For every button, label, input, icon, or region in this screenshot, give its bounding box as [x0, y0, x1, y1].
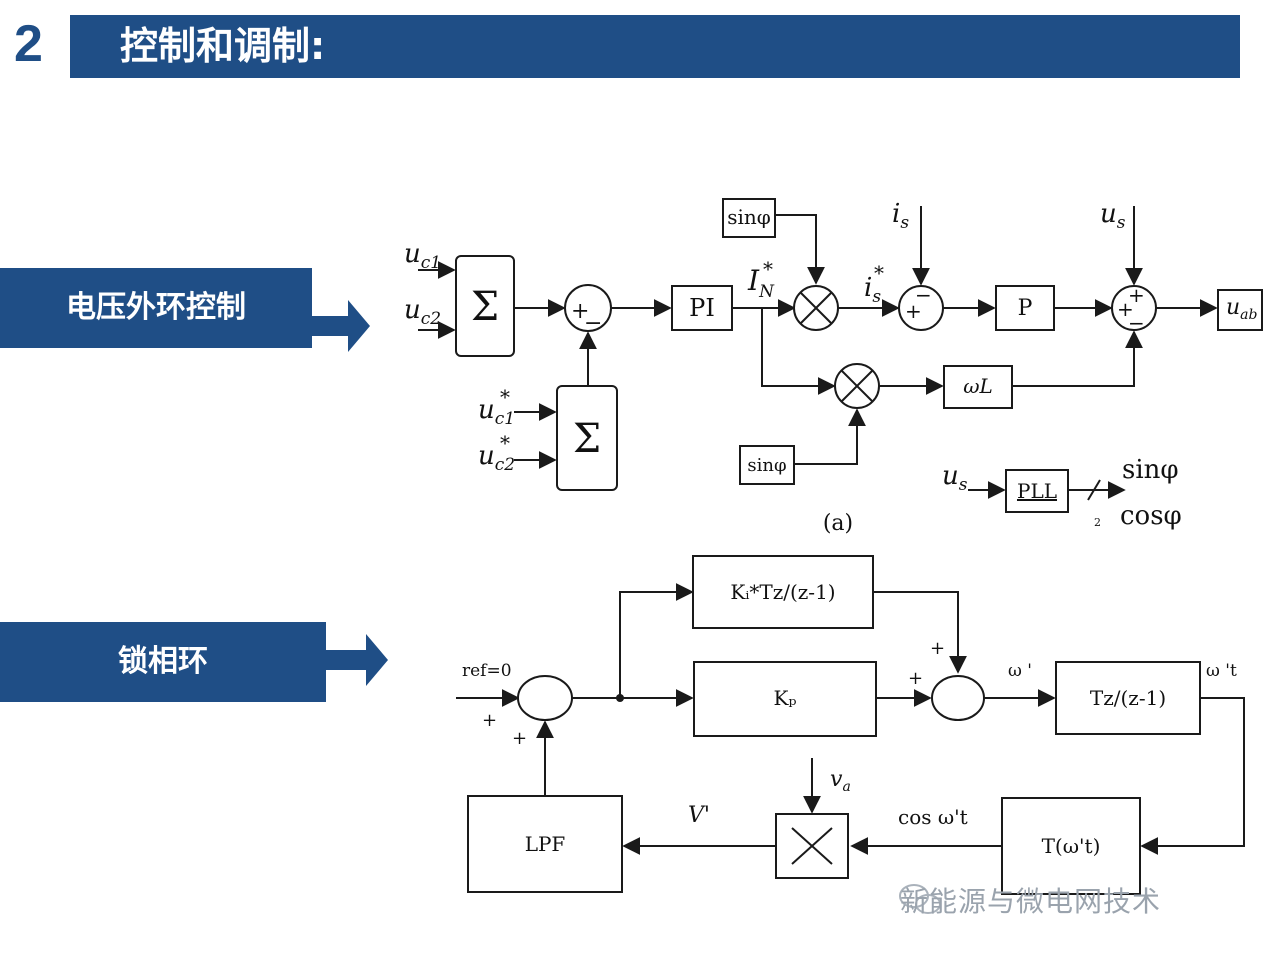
diagram-a: uc1 uc2 Σ + − uc1 * uc2 * Σ PI IN * sinφ	[404, 198, 1263, 536]
pll-block	[1005, 469, 1069, 513]
slide-number: 2	[14, 15, 43, 73]
p-label: P	[1018, 296, 1033, 321]
diagram-b: ref=0 + + Kᵢ*Tz/(z-1) + Kₚ + ω ' Tz/(z-1…	[456, 555, 1245, 895]
in-ref-label: IN	[747, 264, 775, 302]
ref-star: *	[763, 257, 773, 281]
input-label-uc1-ref: uc1	[478, 395, 515, 429]
plus-sign: +	[905, 299, 922, 323]
input-label-uc2: uc2	[404, 295, 441, 329]
sum-block-measured	[455, 255, 515, 357]
kp-label: Kₚ	[774, 686, 797, 710]
section-banner-pll: 锁相环	[0, 622, 326, 702]
omega-l-label: ωL	[963, 374, 993, 398]
va-label: va	[830, 767, 851, 795]
sin-phi-label: sinφ	[727, 205, 771, 229]
title-bar: 控制和调制:	[70, 15, 1240, 78]
input-label-uc1: uc1	[404, 239, 441, 273]
ki-integral-block	[692, 555, 874, 629]
kp-proportional-block	[693, 661, 877, 737]
us-label: us	[1100, 199, 1126, 233]
v-prime-label: V'	[688, 803, 710, 828]
pll-output-sin: sinφ	[1122, 455, 1179, 485]
integrator-block	[1055, 661, 1201, 735]
is-ref-label: is	[864, 273, 881, 307]
lpf-block	[467, 795, 623, 893]
pi-label: PI	[689, 294, 715, 322]
pi-block	[671, 285, 733, 331]
plus-sign: +	[1128, 283, 1145, 307]
plus-sign: +	[908, 668, 923, 689]
pll-input-label: us	[942, 461, 968, 495]
section-banner-voltage-loop: 电压外环控制	[0, 268, 312, 348]
sin-phi-block-top	[722, 198, 776, 238]
omega-label: ω '	[1008, 661, 1032, 681]
is-label: is	[892, 199, 909, 233]
plus-sign: +	[930, 638, 945, 659]
ki-label: Kᵢ*Tz/(z-1)	[730, 580, 835, 604]
sum-symbol: Σ	[471, 284, 499, 330]
ref-label: ref=0	[462, 661, 512, 681]
cos-label: cos ω't	[898, 805, 968, 829]
ref-star: *	[500, 385, 510, 409]
figure-caption-a: (a)	[823, 511, 853, 536]
arrow-right-icon	[324, 634, 388, 686]
wechat-icon	[899, 884, 941, 914]
pll-bus-width: 2	[1094, 516, 1101, 529]
pll-output-cos: cosφ	[1120, 501, 1182, 531]
minus-sign: −	[1128, 311, 1145, 335]
plus-sign: +	[571, 299, 589, 324]
plus-sign: +	[482, 710, 497, 731]
plus-sign: +	[512, 728, 527, 749]
input-label-uc2-ref: uc2	[478, 441, 515, 475]
ref-star: *	[874, 261, 884, 285]
lpf-label: LPF	[525, 832, 566, 856]
output-block-uab	[1217, 289, 1263, 331]
sin-phi-label: sinφ	[747, 455, 786, 476]
plus-sign: +	[1117, 297, 1134, 321]
output-label: uab	[1226, 295, 1258, 323]
trig-function-block	[1001, 797, 1141, 895]
summing-junction-error	[517, 675, 573, 721]
summing-junction-pi	[931, 675, 985, 721]
integrator-label: Tz/(z-1)	[1090, 686, 1166, 710]
ref-star: *	[500, 431, 510, 455]
minus-sign: −	[584, 311, 602, 336]
pll-label: PLL	[1017, 479, 1057, 503]
omega-t-label: ω 't	[1206, 661, 1237, 681]
watermark: 新能源与微电网技术	[900, 885, 1162, 918]
sum-symbol: Σ	[573, 416, 601, 462]
trig-label: T(ω't)	[1042, 834, 1101, 858]
page-title: 控制和调制:	[120, 24, 326, 68]
arrow-right-icon	[310, 300, 370, 352]
minus-sign: −	[915, 283, 932, 307]
